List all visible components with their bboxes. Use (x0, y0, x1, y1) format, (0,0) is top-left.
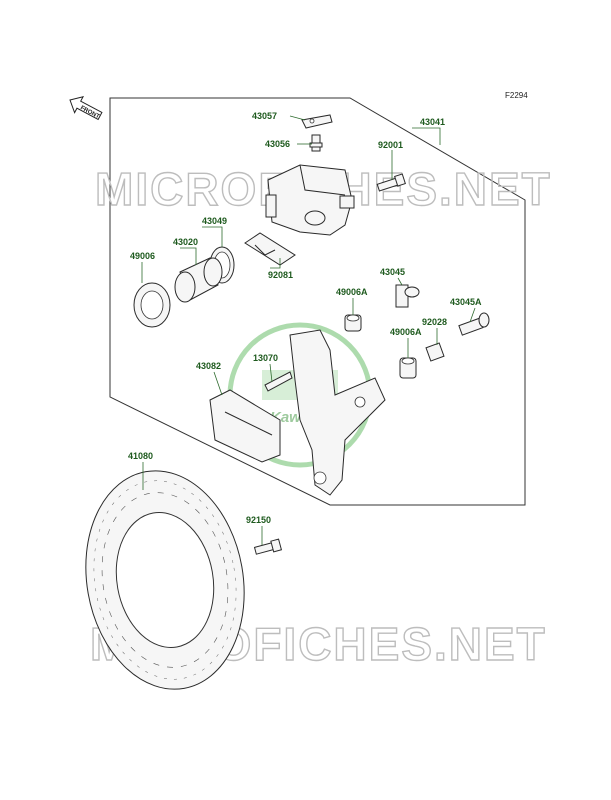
part-43020-piston (174, 257, 223, 303)
part-92150-disc-bolt (253, 538, 283, 555)
part-43045A-pin (458, 312, 490, 336)
figure-code: F2294 (505, 91, 528, 100)
part-13070-plate (264, 371, 293, 392)
part-92081-pad-spring (244, 232, 296, 266)
label-92150: 92150 (246, 515, 271, 525)
label-43057: 43057 (252, 111, 277, 121)
label-43045: 43045 (380, 267, 405, 277)
part-43056-bleed-valve (309, 134, 323, 152)
label-43056: 43056 (265, 139, 290, 149)
part-92001-bolt (376, 173, 406, 192)
label-43041: 43041 (420, 117, 445, 127)
part-41080-brake-disc (85, 470, 245, 690)
part-43082-brake-pad (209, 389, 281, 463)
label-43020: 43020 (173, 237, 198, 247)
part-49006A-boot-lower (399, 357, 417, 379)
label-49006: 49006 (130, 251, 155, 261)
part-43057-clip (301, 114, 333, 129)
part-49006-dust-seal (133, 282, 171, 328)
label-92028: 92028 (422, 317, 447, 327)
caliper-assembly-outline (109, 97, 526, 506)
part-92028-sleeve (425, 342, 445, 362)
label-49006A-upper: 49006A (336, 287, 368, 297)
label-41080: 41080 (128, 451, 153, 461)
label-92001: 92001 (378, 140, 403, 150)
part-caliper-body (265, 164, 355, 236)
label-92081: 92081 (268, 270, 293, 280)
front-arrow-icon: FRONT (69, 95, 103, 120)
part-caliper-bracket (289, 329, 386, 496)
part-43045-pin (395, 284, 420, 308)
label-43082: 43082 (196, 361, 221, 371)
label-49006A-lower: 49006A (390, 327, 422, 337)
label-43045A: 43045A (450, 297, 482, 307)
label-13070: 13070 (253, 353, 278, 363)
label-43049: 43049 (202, 216, 227, 226)
part-49006A-boot-upper (344, 314, 362, 332)
